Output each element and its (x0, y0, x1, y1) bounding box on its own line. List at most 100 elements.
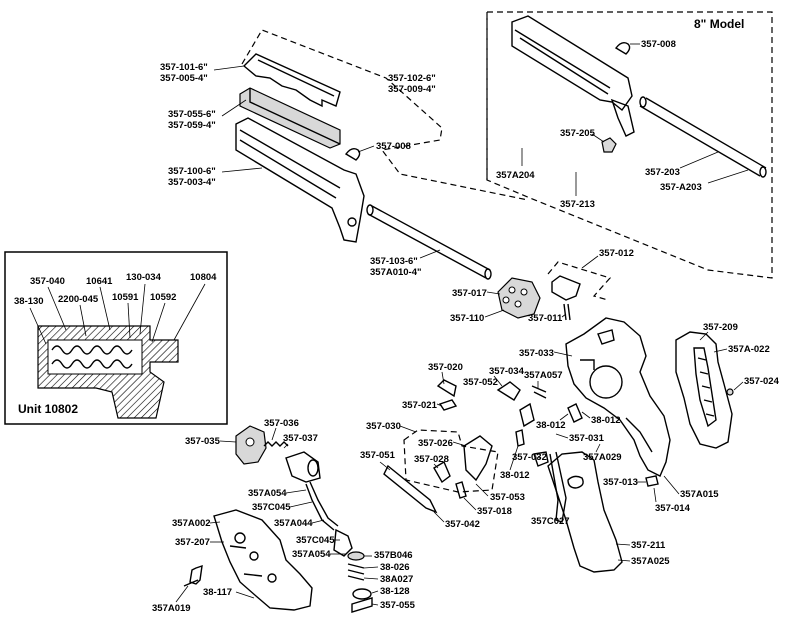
label-357-207: 357-207 (175, 537, 210, 548)
inset-label-2200-045: 2200-045 (58, 294, 99, 305)
label-357A054-b: 357A054 (292, 549, 331, 560)
label-357-103-6: 357-103-6" (370, 256, 418, 267)
side-plate-screw (183, 564, 203, 587)
label-357-110: 357-110 (450, 313, 484, 324)
label-357-033: 357-033 (519, 348, 554, 359)
part-357-205-nut (601, 137, 617, 153)
label-357-209: 357-209 (703, 322, 738, 333)
label-357B046: 357B046 (374, 550, 413, 561)
label-357-032: 357-032 (512, 452, 547, 463)
revolver-frame (565, 317, 671, 477)
label-357-035: 357-035 (185, 436, 221, 447)
label-357A019: 357A019 (152, 603, 191, 614)
label-38-128: 38-128 (380, 586, 410, 597)
label-357A044: 357A044 (274, 518, 313, 529)
label-38-012-b: 38-012 (591, 415, 621, 426)
right-grip-panel (675, 331, 733, 449)
inset-label-357-040: 357-040 (30, 276, 65, 287)
inset-label-10591: 10591 (112, 292, 139, 303)
label-357-A203: 357-A203 (660, 182, 702, 193)
label-357-008-a: 357-008 (376, 141, 411, 152)
inset-label-10592: 10592 (150, 292, 176, 303)
label-357-102-6: 357-102-6" (388, 73, 436, 84)
trigger-dashed-outline (403, 429, 499, 493)
label-357-055-6: 357-055-6" (168, 109, 216, 120)
label-357-024: 357-024 (744, 376, 780, 387)
label-357-005-4: 357-005-4" (160, 73, 208, 84)
left-grip-panel (547, 451, 623, 573)
barrel-assembly-dashed-outline (241, 29, 529, 201)
label-357-100-6: 357-100-6" (168, 166, 216, 177)
eight-inch-barrel-shroud (511, 15, 635, 137)
label-357-028: 357-028 (414, 454, 449, 465)
barrel-guide-rod (366, 204, 492, 280)
label-357-011: 357-011 (528, 313, 563, 324)
label-357-003-4: 357-003-4" (168, 177, 216, 188)
label-357A010-4: 357A010-4" (370, 267, 422, 278)
latch-block (551, 275, 581, 301)
eight-inch-model-box: 8" Model (486, 11, 773, 279)
label-357C045-b: 357C045 (296, 535, 335, 546)
label-357A029: 357A029 (583, 452, 622, 463)
barrel-weight-bar (239, 87, 341, 149)
label-357-021: 357-021 (402, 400, 438, 411)
label-38-026: 38-026 (380, 562, 410, 573)
label-357A025: 357A025 (631, 556, 670, 567)
label-357-008-b: 357-008 (641, 39, 676, 50)
label-38A027: 38A027 (380, 574, 413, 585)
label-357-018: 357-018 (477, 506, 512, 517)
label-38-012-a: 38-012 (536, 420, 566, 431)
label-357-014: 357-014 (655, 503, 691, 514)
label-357-026: 357-026 (418, 438, 453, 449)
inset-label-10804: 10804 (190, 272, 217, 283)
inset-title: Unit 10802 (18, 402, 78, 416)
label-357-037: 357-037 (283, 433, 318, 444)
label-357-059-4: 357-059-4" (168, 120, 216, 131)
label-357-203: 357-203 (645, 167, 680, 178)
part-357-008-clip (614, 41, 631, 55)
label-357A015: 357A015 (680, 489, 719, 500)
label-357-017: 357-017 (452, 288, 487, 299)
label-357-051: 357-051 (360, 450, 396, 461)
label-357-213: 357-213 (560, 199, 595, 210)
label-357-055: 357-055 (380, 600, 416, 611)
label-357A204: 357A204 (496, 170, 535, 181)
part-357-008-clip-a (344, 147, 361, 161)
hammer-group-parts (235, 425, 373, 613)
rotary-chamber (497, 277, 541, 319)
label-357C045-a: 357C045 (252, 502, 291, 513)
label-357-042: 357-042 (445, 519, 480, 530)
inset-label-10641: 10641 (86, 276, 113, 287)
label-357-031: 357-031 (569, 433, 605, 444)
label-357-205: 357-205 (560, 128, 596, 139)
side-plate (213, 509, 313, 611)
label-357-211: 357-211 (631, 540, 666, 551)
label-357-053: 357-053 (490, 492, 525, 503)
label-357C027: 357C027 (531, 516, 570, 527)
label-357-036: 357-036 (264, 418, 299, 429)
inset-label-130-034: 130-034 (126, 272, 162, 283)
inset-unit-10802: Unit 10802 357-040 10641 130-034 10804 3… (4, 251, 228, 425)
eight-inch-model-title: 8" Model (694, 17, 744, 31)
label-357-012-top: 357-012 (599, 248, 634, 259)
inset-label-38-130: 38-130 (14, 296, 44, 307)
label-38-117: 38-117 (203, 587, 232, 598)
latch-spring (563, 303, 571, 321)
label-357A002: 357A002 (172, 518, 211, 529)
latch-dashed-outline (547, 261, 612, 301)
label-38-012-c: 38-012 (500, 470, 530, 481)
label-357-101-6: 357-101-6" (160, 62, 208, 73)
label-357A-022: 357A-022 (728, 344, 770, 355)
label-357-009-4: 357-009-4" (388, 84, 436, 95)
label-357-034: 357-034 (489, 366, 525, 377)
label-357-020: 357-020 (428, 362, 463, 373)
eight-inch-guide-rod (639, 96, 767, 178)
grip-screw-357-024 (726, 388, 734, 396)
label-357A057: 357A057 (524, 370, 563, 381)
label-357-030: 357-030 (366, 421, 401, 432)
barrel-top-rib (242, 53, 341, 108)
label-357-052: 357-052 (463, 377, 498, 388)
barrel-body (235, 117, 365, 243)
label-357A054-a: 357A054 (248, 488, 287, 499)
